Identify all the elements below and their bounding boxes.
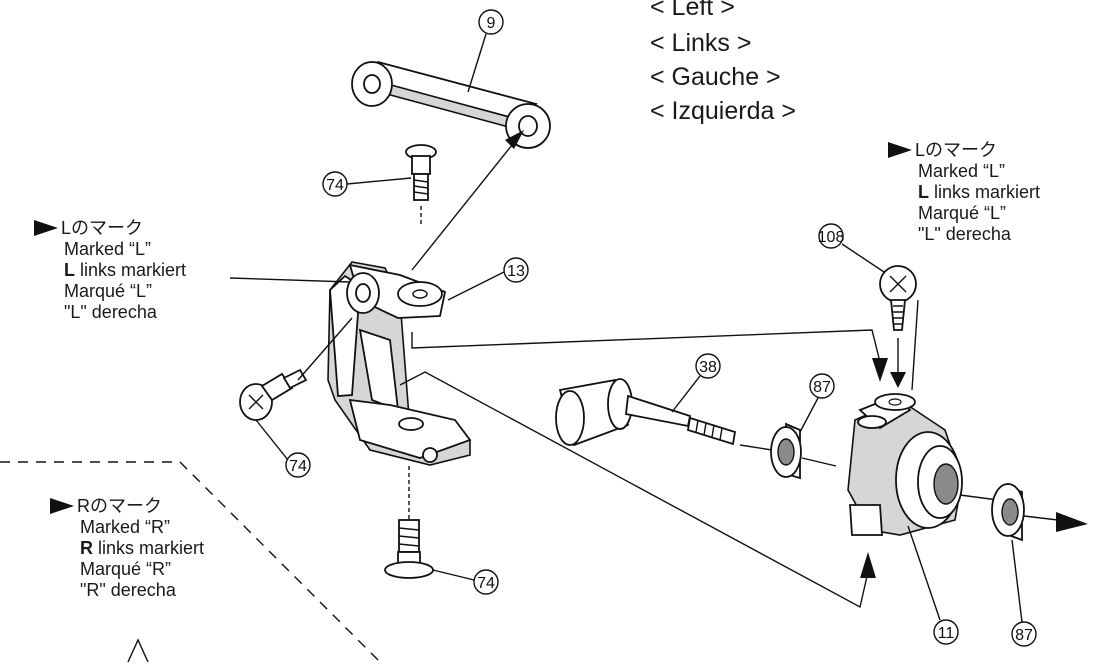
note-line: Marked “R” (80, 517, 171, 537)
note-line-rest: links markiert (75, 260, 187, 280)
note-line: "L" derecha (918, 224, 1011, 244)
note-line: Marqué “L” (918, 203, 1007, 223)
language-heading-left: < Left > (650, 0, 735, 21)
note-line: Marked “L” (64, 239, 152, 259)
note-line: L links markiert (918, 182, 1041, 202)
mark-label: Rのマーク (77, 496, 162, 516)
part-74-screw-left (239, 368, 308, 421)
language-heading-gauche: < Gauche > (650, 63, 781, 91)
pointer-triangle-icon (34, 220, 58, 236)
part-number-74-b: 74 (289, 458, 307, 475)
part-number-74-c: 74 (477, 575, 495, 592)
part-11-hub-carrier (847, 393, 963, 536)
note-line: "L" derecha (64, 302, 157, 322)
pointer-up-line (127, 638, 149, 663)
note-line: L links markiert (64, 260, 187, 280)
mark-label: Lのマーク (915, 140, 998, 160)
note-line: Marqué “R” (80, 559, 172, 579)
part-108-ball-stud (879, 265, 917, 331)
note-upper-right: Lのマーク Marked “L” L links markiert Marqué… (888, 140, 1041, 245)
part-74-screw-bottom (384, 519, 434, 579)
part-38-axle (555, 378, 737, 447)
part-number-38: 38 (699, 359, 717, 376)
pointer-triangle-icon (50, 498, 74, 514)
part-number-87-a: 87 (813, 379, 831, 396)
note-line-rest: links markiert (93, 538, 205, 558)
part-13-knuckle-arm (327, 261, 472, 466)
language-heading-links: < Links > (650, 29, 752, 57)
part-87-bearing-right (991, 483, 1025, 542)
part-87-bearing-left (770, 422, 802, 480)
note-line-rest: links markiert (929, 182, 1041, 202)
note-line: Marked “L” (918, 161, 1006, 181)
pointer-triangle-icon (888, 142, 912, 158)
dashed-section-divider (0, 461, 381, 663)
language-heading-izquierda: < Izquierda > (650, 97, 796, 125)
part-number-74-a: 74 (326, 177, 344, 194)
part-9-link-rod (351, 60, 551, 149)
part-number-87-b: 87 (1015, 627, 1033, 644)
note-left: Lのマーク Marked “L” L links markiert Marqué… (34, 218, 187, 323)
note-line: R links markiert (80, 538, 205, 558)
note-lower-left: Rのマーク Marked “R” R links markiert Marqué… (50, 496, 205, 601)
part-number-108: 108 (818, 229, 845, 246)
mark-label: Lのマーク (61, 218, 144, 238)
part-number-9: 9 (487, 15, 496, 32)
part-74-screw-top (405, 144, 437, 201)
part-number-11: 11 (938, 625, 955, 642)
note-line: Marqué “L” (64, 281, 153, 301)
part-number-13: 13 (507, 263, 525, 280)
note-line: "R" derecha (80, 580, 176, 600)
